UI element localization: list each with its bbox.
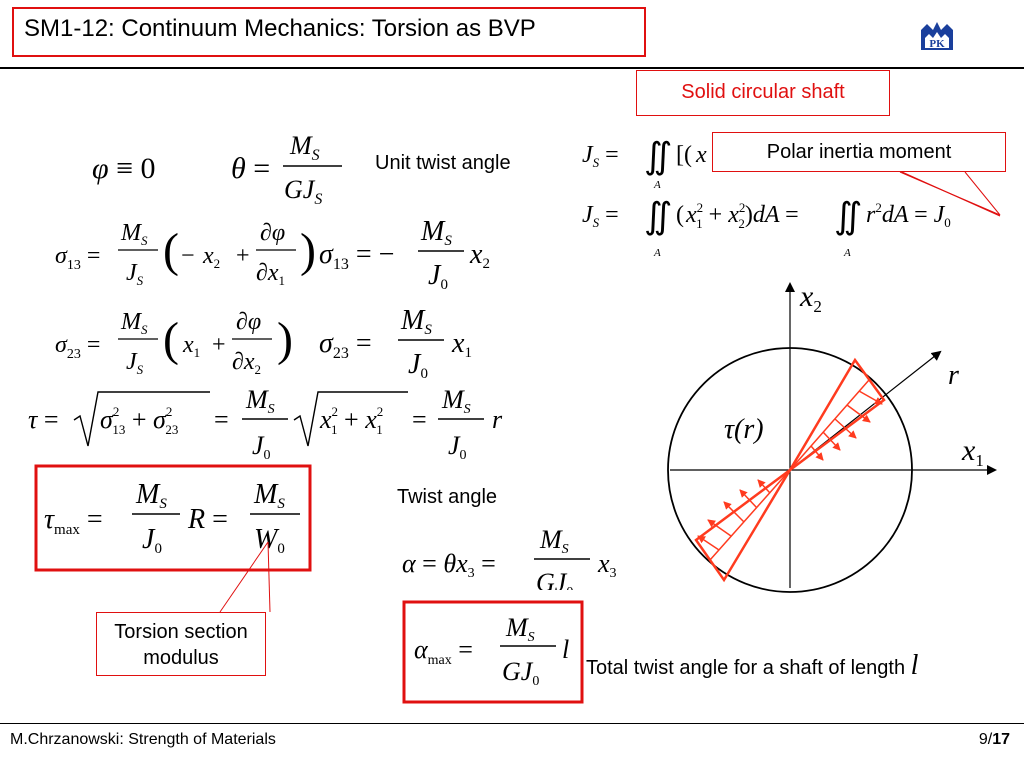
svg-text:GJ0: GJ0 <box>536 568 573 590</box>
svg-text:A: A <box>653 179 661 191</box>
svg-text:+: + <box>236 243 250 269</box>
formula-sigma23: σ23 = MS J0 x1 <box>319 305 472 382</box>
university-logo-icon: PK <box>919 16 955 52</box>
svg-text:−: − <box>181 243 195 269</box>
stress-function-label: τ(r) <box>724 414 764 445</box>
svg-text:∬: ∬ <box>644 196 672 236</box>
formula-twist-angle: α = θx3 = MS GJ0 x3 <box>402 525 617 590</box>
svg-text:=: = <box>412 405 427 434</box>
svg-text:PK: PK <box>929 38 945 50</box>
torsion-section-modulus-line2: modulus <box>143 647 219 669</box>
polar-inertia-formulas: JS = ∬ A [(x A JS = ∬ A ( x21 + x22)dA =… <box>582 136 991 259</box>
solid-circular-shaft-callout: Solid circular shaft <box>636 70 890 116</box>
polar-inertia-moment-callout: Polar inertia moment <box>712 132 1006 172</box>
formula-sigma13-general: σ13 = MS JS ( − x2 + ∂φ ∂x1 ) <box>55 220 316 288</box>
total-twist-angle-label: Total twist angle for a shaft of length … <box>586 650 918 682</box>
svg-text:(: ( <box>163 313 179 366</box>
svg-text:∂φ: ∂φ <box>236 309 261 335</box>
svg-text:+: + <box>212 332 226 358</box>
svg-text:MS: MS <box>400 305 432 338</box>
svg-text:∂φ: ∂φ <box>260 220 285 246</box>
page-total: 17 <box>992 731 1010 748</box>
page-current: 9/ <box>978 731 993 748</box>
svg-text:τ =: τ = <box>28 405 58 434</box>
svg-text:α = θx3 =: α = θx3 = <box>402 549 496 581</box>
x2-axis-label: x2 <box>799 280 822 316</box>
total-twist-angle-text: Total twist angle for a shaft of length <box>586 657 906 679</box>
title-frame <box>12 7 646 57</box>
svg-text:x21 + x22)dA =: x21 + x22)dA = <box>685 200 799 231</box>
footer-author: M.Chrzanowski: Strength of Materials <box>10 731 276 748</box>
svg-text:x: x <box>695 142 707 168</box>
radial-axis-label: r <box>948 360 959 391</box>
svg-text:JS =: JS = <box>582 142 619 170</box>
svg-text:=: = <box>214 405 229 434</box>
shaft-length-symbol: l <box>910 650 919 681</box>
svg-text:l: l <box>562 635 569 664</box>
svg-text:τmax =: τmax = <box>44 504 103 538</box>
svg-text:): ) <box>277 313 293 366</box>
max-stress-highlight-box <box>34 464 312 572</box>
slide-title: SM1-12: Continuum Mechanics: Torsion as … <box>24 15 536 42</box>
svg-text:∂x2: ∂x2 <box>232 349 261 377</box>
unit-twist-angle-label: Unit twist angle <box>375 152 511 174</box>
svg-text:∬: ∬ <box>644 136 672 176</box>
svg-text:r: r <box>492 405 503 434</box>
svg-text:σ23 =: σ23 = <box>319 328 372 362</box>
formula-total-twist: αmax = MS GJ0 l <box>402 600 584 704</box>
svg-text:): ) <box>300 224 316 277</box>
stress-distribution-upper <box>788 357 886 472</box>
svg-text:MS: MS <box>135 479 167 512</box>
svg-text:(: ( <box>163 224 179 277</box>
svg-text:∬: ∬ <box>834 196 862 236</box>
formula-unit-twist: θ = <box>231 152 270 185</box>
formula-warping-zero: φ ≡ 0 <box>92 152 156 185</box>
svg-text:R =: R = <box>187 504 228 535</box>
twist-angle-label: Twist angle <box>397 486 498 508</box>
torsion-formulas: φ ≡ 0 θ = MS GJS σ13 = MS JS ( − x2 + ∂φ… <box>28 131 617 590</box>
svg-text:A: A <box>843 247 851 259</box>
torsion-section-modulus-line1: Torsion section <box>114 621 248 643</box>
svg-text:x21 + x21: x21 + x21 <box>319 404 383 437</box>
header-divider <box>0 67 1024 69</box>
svg-text:A: A <box>653 247 661 259</box>
page-number: 9/17 <box>979 731 1010 749</box>
x1-axis-label: x1 <box>961 434 984 470</box>
svg-text:JS =: JS = <box>582 202 619 230</box>
shaft-cross-section-diagram: x2 x1 r τ(r) <box>667 280 997 593</box>
svg-text:(: ( <box>676 202 684 228</box>
torsion-section-modulus-callout: Torsion section modulus <box>96 612 266 676</box>
footer-divider <box>0 723 1024 724</box>
svg-text:[(: [( <box>676 142 692 168</box>
svg-text:σ13 = −: σ13 = − <box>319 239 394 273</box>
